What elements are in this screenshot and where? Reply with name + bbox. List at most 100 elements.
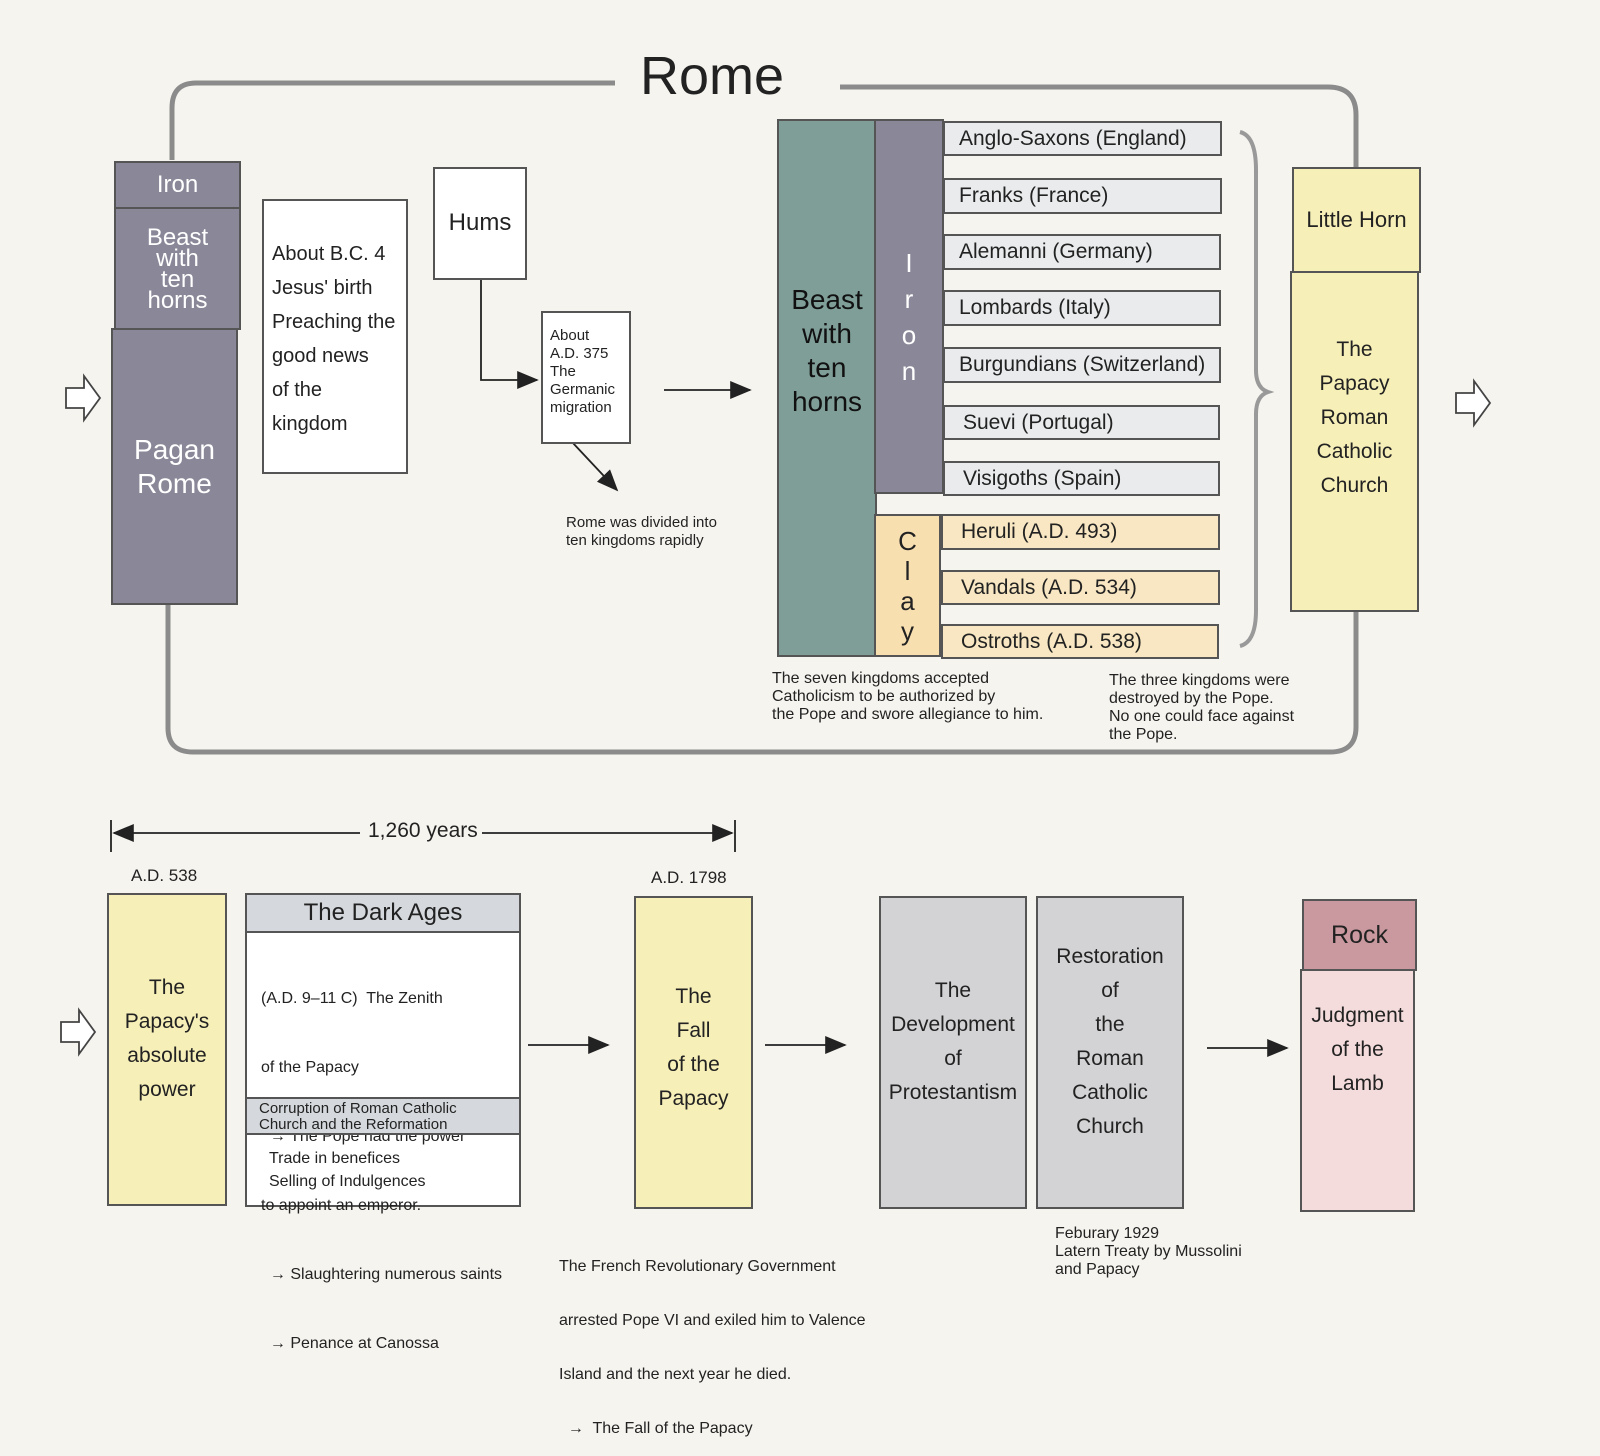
note-line: destroyed by the Pope.: [1109, 690, 1274, 707]
iron-letter: I: [905, 248, 913, 278]
restoration-line: the: [1095, 1013, 1125, 1036]
dark-ages-box: The Dark Ages (A.D. 9–11 C) The Zenith o…: [245, 893, 521, 1352]
span-label: 1,260 years: [364, 819, 482, 843]
beast-col-line: horns: [791, 386, 863, 417]
protestantism-line: The: [934, 979, 972, 1002]
restoration-line: Catholic: [1072, 1081, 1148, 1104]
protestantism-line: Development: [891, 1013, 1015, 1036]
iron-letter: n: [901, 356, 917, 386]
beast-col-line: with: [802, 318, 852, 349]
fall-line: Fall: [676, 1019, 711, 1042]
kingdom-bar-clay: Heruli (A.D. 493): [941, 514, 1220, 550]
papacy-line: Roman: [1320, 406, 1389, 429]
dark-line: → Slaughtering numerous saints: [261, 1266, 503, 1283]
birth-box: About B.C. 4 Jesus' birth Preaching the …: [262, 199, 408, 474]
kingdom-bar: Lombards (Italy): [943, 290, 1221, 326]
iron-letter: r: [904, 284, 914, 314]
birth-line: Jesus' birth: [272, 277, 373, 299]
note-line: Catholicism to be authorized by: [772, 688, 996, 705]
restoration-line: Restoration: [1056, 945, 1164, 968]
clay-column: C l a y: [874, 514, 941, 657]
hums-arrow: [480, 280, 539, 389]
beast-col-line: ten: [807, 352, 847, 383]
judgment-line: Judgment: [1311, 1004, 1404, 1027]
migration-box: About A.D. 375 The Germanic migration: [541, 311, 631, 444]
note-line: The seven kingdoms accepted: [772, 670, 990, 687]
power-line: power: [138, 1078, 196, 1101]
fall-line: Papacy: [658, 1087, 729, 1110]
hollow-arrow-2: [1455, 378, 1492, 428]
papacy-line: Church: [1320, 474, 1389, 497]
papacy-line: Papacy: [1319, 372, 1390, 395]
protestantism-line: of: [944, 1047, 962, 1070]
note-line: → The Fall of the Papacy: [559, 1420, 753, 1437]
three-kingdoms-note: The three kingdoms were destroyed by the…: [1109, 672, 1294, 744]
note-line: the Pope.: [1109, 726, 1178, 743]
pagan-line: Rome: [137, 467, 212, 499]
trade-line: Trade in benefices: [269, 1150, 401, 1167]
restoration-line: Church: [1076, 1115, 1144, 1138]
protestantism-line: Protestantism: [888, 1081, 1018, 1104]
power-line: absolute: [127, 1044, 207, 1067]
dark-ages-title: The Dark Ages: [247, 895, 519, 933]
absolute-power-cell: The Papacy's absolute power: [107, 893, 227, 1206]
corruption-band: Corruption of Roman Catholic Church and …: [247, 1097, 519, 1135]
papacy-cell: The Papacy Roman Catholic Church: [1290, 271, 1419, 612]
beast-line: ten: [160, 265, 195, 293]
migration-line: About: [550, 327, 590, 344]
note-line: ten kingdoms rapidly: [566, 532, 704, 549]
kingdom-bar: Suevi (Portugal): [943, 405, 1220, 440]
clay-letter: C: [898, 525, 917, 556]
birth-line: of the: [272, 379, 323, 401]
dark-line: of the Papacy: [261, 1059, 359, 1076]
restoration-line: Roman: [1076, 1047, 1144, 1070]
iron-cell: Iron: [114, 161, 241, 209]
migration-line: migration: [550, 399, 612, 416]
beast-line: with: [156, 244, 199, 272]
note-line: Rome was divided into: [566, 514, 717, 531]
note-line: The three kingdoms were: [1109, 672, 1290, 689]
hollow-arrow-1: [65, 373, 102, 423]
fall-line: of the: [667, 1053, 720, 1076]
fall-cell: The Fall of the Papacy: [634, 896, 753, 1209]
beast-col-line: Beast: [791, 284, 863, 315]
birth-line: kingdom: [272, 413, 348, 435]
corruption-line: Corruption of Roman Catholic: [259, 1100, 457, 1117]
date-1798: A.D. 1798: [651, 868, 727, 887]
note-line: The French Revolutionary Government: [559, 1258, 836, 1275]
birth-line: About B.C. 4: [272, 243, 386, 265]
judgment-line: of the: [1331, 1038, 1384, 1061]
dark-line: → Penance at Canossa: [261, 1335, 439, 1352]
lateran-note: Feburary 1929 Latern Treaty by Mussolini…: [1055, 1225, 1242, 1279]
rome-title: Rome: [640, 46, 785, 106]
birth-line: good news: [272, 345, 369, 367]
beast-line: horns: [147, 286, 208, 314]
migration-line: Germanic: [550, 381, 616, 398]
fall-line: The: [675, 985, 712, 1008]
kingdom-bar-clay: Vandals (A.D. 534): [941, 570, 1220, 605]
corruption-line: Church and the Reformation: [259, 1116, 448, 1133]
date-538: A.D. 538: [131, 866, 198, 885]
migration-line: A.D. 375: [550, 345, 609, 362]
protestantism-cell: The Development of Protestantism: [879, 896, 1027, 1209]
note-line: Latern Treaty by Mussolini: [1055, 1243, 1242, 1260]
dark-line: (A.D. 9–11 C) The Zenith: [261, 990, 443, 1007]
kingdom-bar: Visigoths (Spain): [943, 461, 1220, 496]
judgment-line: Lamb: [1331, 1072, 1384, 1095]
note-line: Island and the next year he died.: [559, 1366, 792, 1383]
hums-box: Hums: [433, 167, 527, 280]
rome-frame: [165, 80, 1359, 755]
pagan-line: Pagan: [134, 433, 215, 465]
beast-line: Beast: [146, 223, 209, 251]
clay-letter: l: [904, 555, 911, 586]
hollow-arrow-3: [60, 1007, 97, 1057]
clay-letter: y: [901, 615, 914, 646]
beast-column: Beast with ten horns: [777, 119, 877, 657]
papacy-line: Catholic: [1316, 440, 1393, 463]
kingdoms-brace: [1239, 130, 1275, 648]
trade-text: Trade in benefices Selling of Indulgence…: [269, 1147, 426, 1193]
judgment-cell: Judgment of the Lamb: [1300, 969, 1415, 1212]
restoration-cell: Restoration of the Roman Catholic Church: [1036, 896, 1184, 1209]
divided-note: Rome was divided into ten kingdoms rapid…: [566, 514, 717, 550]
note-line: the Pope and swore allegiance to him.: [772, 706, 1044, 723]
